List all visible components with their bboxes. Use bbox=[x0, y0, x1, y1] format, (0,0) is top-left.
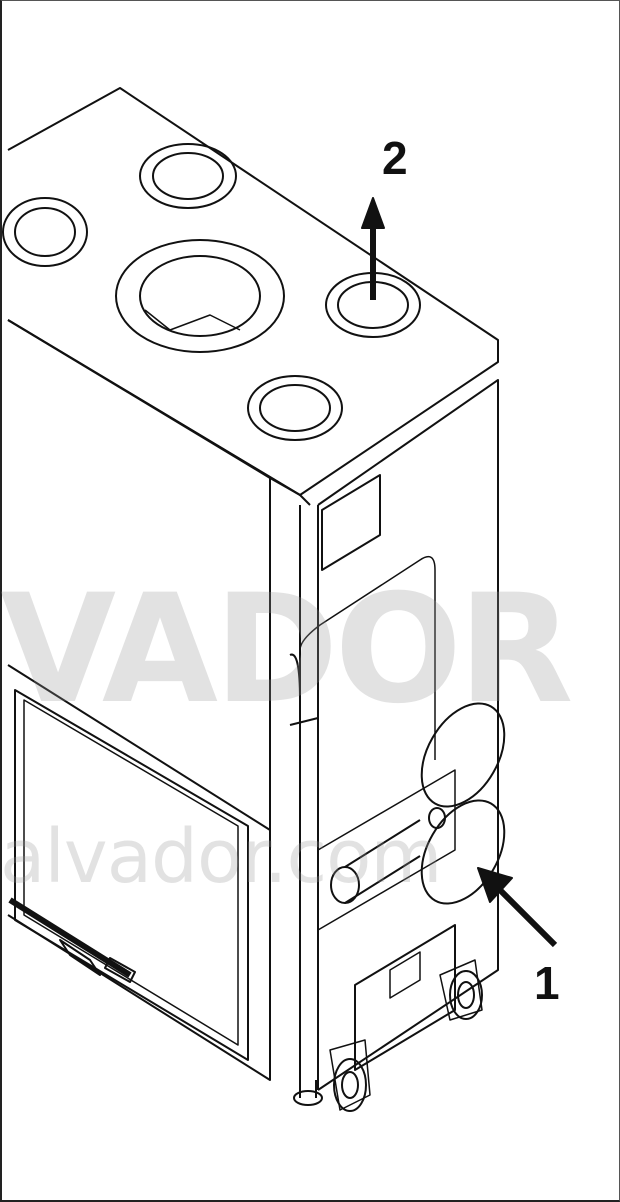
callout-label-1: 1 bbox=[534, 957, 560, 1009]
right-face bbox=[317, 379, 499, 1091]
arrow-2-up bbox=[361, 197, 385, 300]
caster-wheel-left bbox=[329, 1039, 371, 1112]
watermark-url: alvador.com bbox=[0, 814, 442, 900]
arrow-1-diag bbox=[477, 867, 558, 948]
door-handle-bar bbox=[8, 897, 132, 978]
glass-door bbox=[14, 689, 249, 1061]
knockout-lower bbox=[420, 799, 506, 905]
collar-top-left bbox=[2, 197, 88, 267]
side-pipe bbox=[330, 819, 421, 904]
internal-tube bbox=[299, 555, 436, 760]
collar-top-front bbox=[247, 375, 343, 441]
front-pillar bbox=[299, 505, 319, 1090]
caster-wheel-right bbox=[439, 959, 483, 1021]
collar-top-back bbox=[139, 143, 237, 209]
top-panel bbox=[7, 87, 499, 496]
knockout-upper bbox=[420, 702, 506, 808]
callout-label-2: 2 bbox=[382, 132, 408, 184]
lower-compartment bbox=[354, 924, 456, 1071]
leveling-foot bbox=[293, 1080, 323, 1106]
collar-top-center bbox=[115, 239, 285, 353]
inspection-panel bbox=[321, 474, 381, 571]
left-face bbox=[7, 319, 271, 1081]
watermark-brand: VADOR bbox=[0, 563, 574, 737]
